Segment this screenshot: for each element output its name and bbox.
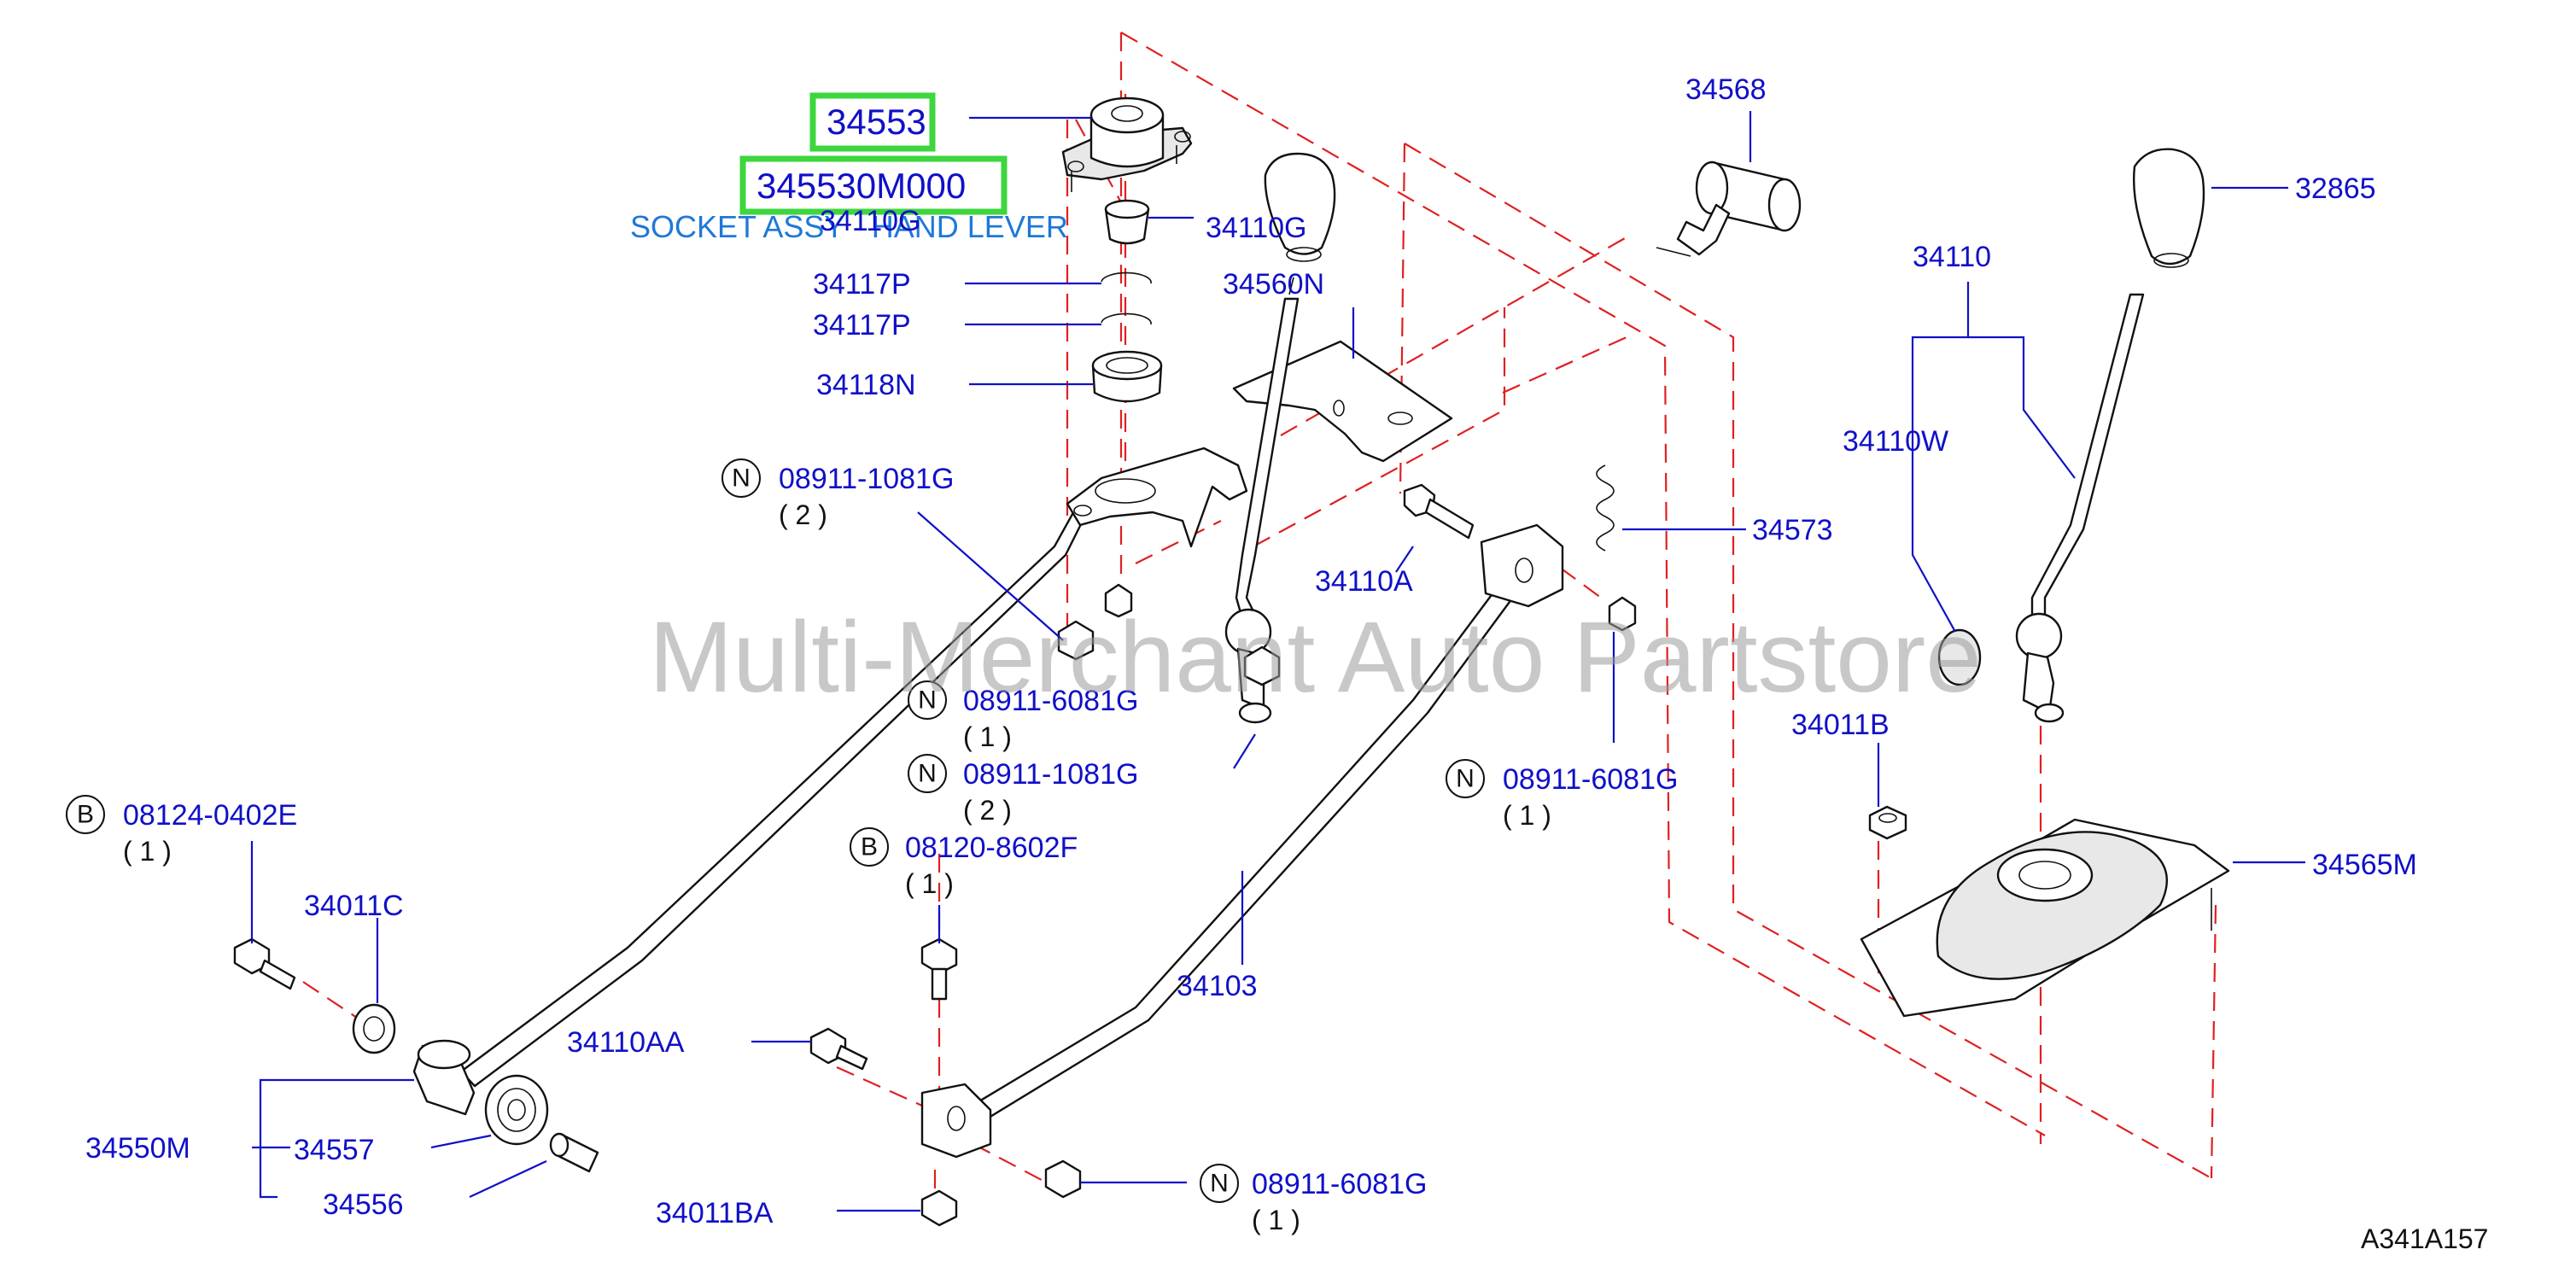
fastener-f2[interactable]: N 08911-6081G ( 1 ): [908, 680, 1138, 752]
fastener-qty: ( 2 ): [779, 499, 827, 530]
lever-bracket: [1066, 447, 1248, 548]
callout-34110A[interactable]: 34110A: [1315, 565, 1413, 598]
prefix-circle: [908, 754, 947, 793]
fastener-number[interactable]: 08911-6081G: [1252, 1168, 1427, 1200]
callout-34011BA[interactable]: 34011BA: [656, 1197, 774, 1229]
nut-34011B: [1868, 805, 1907, 840]
bolt-08124-0402E: [233, 937, 296, 990]
fastener-f6[interactable]: B 08124-0402E ( 1 ): [66, 795, 297, 867]
prefix-circle: [1200, 1164, 1239, 1203]
fastener-qty: ( 1 ): [1503, 800, 1551, 831]
callout-34565M[interactable]: 34565M: [2312, 849, 2417, 881]
callout-34011C[interactable]: 34011C: [304, 890, 404, 922]
seat-34118N: [1091, 350, 1163, 403]
callout-34117P-lower[interactable]: 34117P: [813, 309, 911, 342]
highlight-part-number[interactable]: 34553: [827, 102, 926, 142]
fastener-prefix: N: [1210, 1170, 1229, 1198]
pin-34556: [549, 1132, 599, 1173]
prefix-circle: [850, 827, 889, 867]
shift-rod-34550M: [459, 498, 1095, 1088]
nut-08911-1081G-upper: [1057, 620, 1095, 661]
spring-34573: [1596, 464, 1615, 552]
fastener-f7[interactable]: N 08911-6081G ( 1 ): [1200, 1164, 1427, 1235]
callout-labels: 34110G 34110G 34117P 34117P 34118N 34568…: [85, 73, 2417, 1229]
callout-34110G-right[interactable]: 34110G: [1206, 212, 1306, 244]
fastener-f5[interactable]: N 08911-6081G ( 1 ): [1446, 759, 1678, 831]
lower-clevis: [920, 1083, 992, 1159]
callout-34560N[interactable]: 34560N: [1223, 268, 1324, 301]
callout-34573[interactable]: 34573: [1752, 514, 1833, 546]
fastener-number[interactable]: 08120-8602F: [905, 832, 1078, 864]
callout-34556[interactable]: 34556: [323, 1188, 404, 1221]
nut-08911-1081G-left: [1104, 583, 1133, 618]
fastener-number[interactable]: 08124-0402E: [123, 799, 297, 832]
highlight-group[interactable]: 34553 345530M000 SOCKET ASSY - HAND LEVE…: [630, 92, 1068, 244]
ring-34117P-lower: [1101, 312, 1152, 325]
socket-assy-34553: [1061, 96, 1193, 192]
washer-34011C: [352, 1003, 396, 1054]
fastener-qty: ( 1 ): [1252, 1205, 1300, 1235]
fastener-number[interactable]: 08911-6081G: [963, 685, 1138, 717]
highlight-oem-number[interactable]: 345530M000: [756, 166, 966, 206]
highlight-oem-number-box: [739, 155, 1008, 215]
fastener-prefix: B: [861, 833, 878, 861]
fastener-f1[interactable]: N 08911-1081G ( 2 ): [721, 458, 954, 530]
callout-32865[interactable]: 32865: [2295, 172, 2376, 205]
prefix-circle: [908, 680, 947, 720]
fastener-callouts: N 08911-1081G ( 2 ) N 08911-6081G ( 1 ) …: [66, 458, 1678, 1235]
watermark: Multi-Merchant Auto Partstore: [649, 601, 1982, 714]
fastener-prefix: N: [1456, 765, 1475, 793]
fastener-qty: ( 1 ): [123, 836, 172, 867]
nut-08911-6081G-mid: [1243, 645, 1281, 686]
fastener-number[interactable]: 08911-6081G: [1503, 763, 1678, 796]
nut-08911-6081G-upper: [1608, 596, 1637, 632]
callout-34568[interactable]: 34568: [1685, 73, 1767, 106]
highlight-description: SOCKET ASSY - HAND LEVER: [630, 209, 1068, 244]
callout-34103[interactable]: 34103: [1177, 970, 1258, 1002]
knob-34568: [1656, 161, 1802, 257]
callout-34557[interactable]: 34557: [294, 1134, 375, 1166]
fastener-qty: ( 2 ): [963, 795, 1012, 826]
shift-lever-right-view: [2015, 293, 2145, 723]
fastener-prefix: N: [732, 464, 751, 493]
knob-right-view: [2132, 148, 2205, 268]
nut-08911-6081G-lower: [1044, 1159, 1082, 1199]
fastener-qty: ( 1 ): [905, 868, 954, 899]
prefix-circle: [66, 795, 105, 834]
nut-34011BA: [920, 1189, 958, 1227]
fastener-f3[interactable]: N 08911-1081G ( 2 ): [908, 754, 1138, 826]
bolt-34110AA: [809, 1027, 868, 1071]
highlight-part-number-box: [809, 92, 936, 152]
callout-34118N[interactable]: 34118N: [816, 369, 916, 401]
boot-34110W: [1937, 628, 1982, 686]
callout-34550M[interactable]: 34550M: [85, 1132, 190, 1165]
fastener-prefix: N: [918, 760, 937, 788]
callout-34110W[interactable]: 34110W: [1843, 425, 1948, 458]
fastener-prefix: B: [77, 801, 94, 829]
bolt-08120-8602F: [920, 937, 958, 1001]
fastener-number[interactable]: 08911-1081G: [963, 758, 1138, 791]
callout-34110AA[interactable]: 34110AA: [567, 1026, 685, 1059]
fastener-qty: ( 1 ): [963, 721, 1012, 752]
clevis-bracket: [1480, 523, 1564, 608]
callout-34110G-left[interactable]: 34110G: [820, 205, 920, 237]
diagram-id: A341A157: [2361, 1223, 2488, 1254]
housing-34565M: [1860, 818, 2230, 1018]
fastener-f4[interactable]: B 08120-8602F ( 1 ): [850, 827, 1078, 899]
callout-34011B[interactable]: 34011B: [1791, 709, 1890, 741]
fastener-number[interactable]: 08911-1081G: [779, 463, 954, 495]
callout-34117P-upper[interactable]: 34117P: [813, 268, 911, 301]
callout-34110[interactable]: 34110: [1913, 241, 1991, 273]
bolt-34110A: [1403, 483, 1475, 540]
leader-lines: [250, 111, 2305, 1212]
prefix-circle: [1446, 759, 1485, 798]
fastener-prefix: N: [918, 686, 937, 715]
knob-32865: [1264, 152, 1336, 262]
bushing-34557: [484, 1074, 549, 1146]
ring-34117P-upper: [1101, 272, 1152, 284]
bushing-34110G: [1104, 199, 1150, 245]
rod-end-bushing: [412, 1039, 476, 1116]
prefix-circle: [721, 458, 761, 498]
